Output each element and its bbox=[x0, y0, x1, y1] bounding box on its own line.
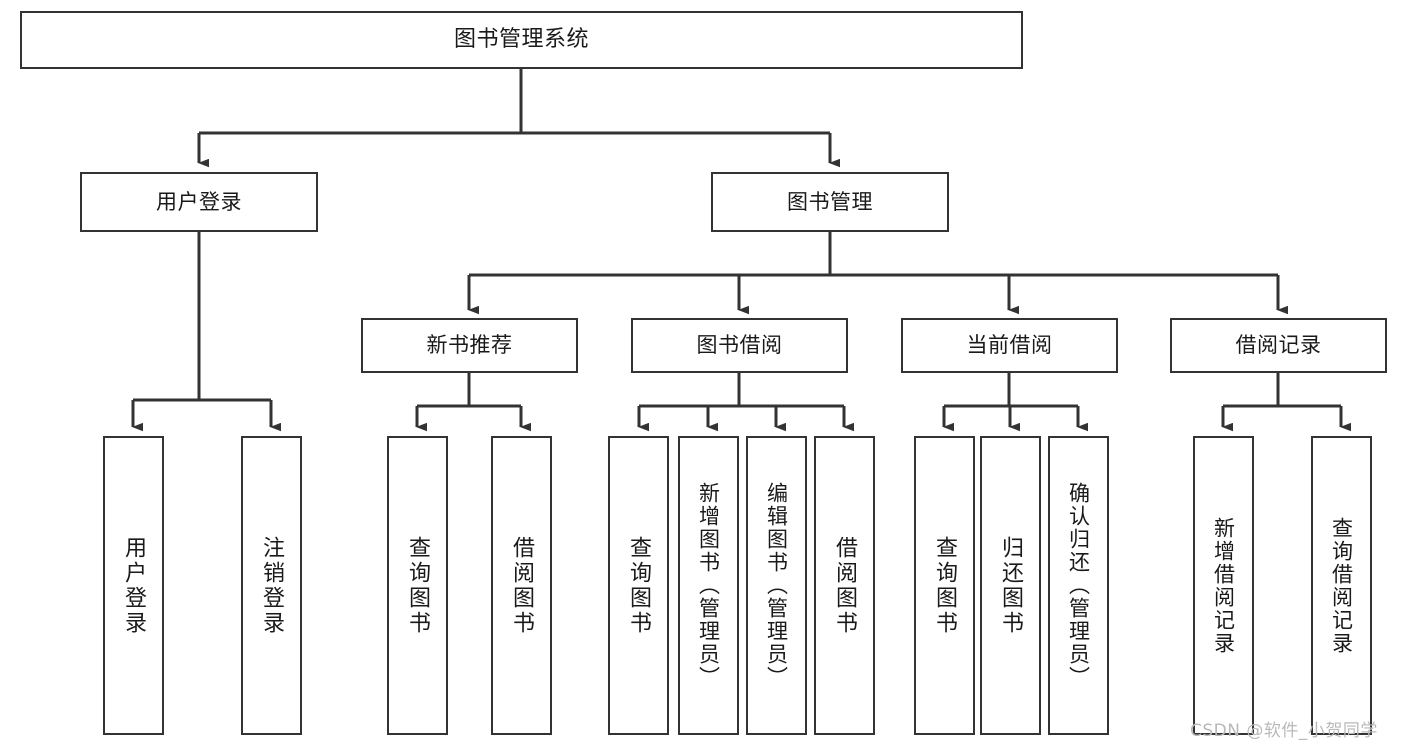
node-label: 当前借阅 bbox=[966, 333, 1053, 358]
node-label: 确认归还（管理员） bbox=[1066, 482, 1091, 689]
node-label: 新书推荐 bbox=[426, 333, 513, 358]
node-root-system[interactable]: 图书管理系统 bbox=[20, 11, 1023, 69]
node-label: 查询图书 bbox=[932, 535, 958, 636]
node-label: 用户登录 bbox=[121, 535, 147, 636]
leaf-query-book-1[interactable]: 查询图书 bbox=[387, 436, 448, 735]
node-label: 归还图书 bbox=[998, 535, 1024, 636]
leaf-query-borrow-record[interactable]: 查询借阅记录 bbox=[1311, 436, 1372, 735]
leaf-query-book-3[interactable]: 查询图书 bbox=[914, 436, 975, 735]
csdn-watermark: CSDN @软件_小贺同学 bbox=[1190, 721, 1378, 741]
node-label: 注销登录 bbox=[259, 535, 285, 636]
node-user-login[interactable]: 用户登录 bbox=[80, 172, 318, 232]
leaf-edit-book[interactable]: 编辑图书（管理员） bbox=[746, 436, 807, 735]
node-label: 新增借阅记录 bbox=[1211, 516, 1236, 655]
leaf-query-book-2[interactable]: 查询图书 bbox=[608, 436, 669, 735]
leaf-borrow-book-1[interactable]: 借阅图书 bbox=[491, 436, 552, 735]
node-label: 查询借阅记录 bbox=[1329, 516, 1354, 655]
leaf-logout[interactable]: 注销登录 bbox=[241, 436, 302, 735]
node-label: 图书管理系统 bbox=[453, 27, 589, 53]
node-new-book-recommend[interactable]: 新书推荐 bbox=[361, 318, 578, 373]
node-label: 新增图书（管理员） bbox=[696, 482, 721, 689]
leaf-borrow-book-2[interactable]: 借阅图书 bbox=[814, 436, 875, 735]
node-label: 查询图书 bbox=[405, 535, 431, 636]
leaf-user-login[interactable]: 用户登录 bbox=[103, 436, 164, 735]
node-label: 图书管理 bbox=[787, 189, 873, 214]
node-borrow-record[interactable]: 借阅记录 bbox=[1170, 318, 1387, 373]
node-label: 图书借阅 bbox=[696, 333, 783, 358]
node-book-management[interactable]: 图书管理 bbox=[711, 172, 949, 232]
leaf-add-book[interactable]: 新增图书（管理员） bbox=[678, 436, 739, 735]
node-label: 借阅图书 bbox=[509, 535, 535, 636]
leaf-confirm-return[interactable]: 确认归还（管理员） bbox=[1048, 436, 1109, 735]
leaf-return-book[interactable]: 归还图书 bbox=[980, 436, 1041, 735]
node-book-borrow[interactable]: 图书借阅 bbox=[631, 318, 848, 373]
node-label: 用户登录 bbox=[156, 189, 242, 214]
node-label: 借阅图书 bbox=[832, 535, 858, 636]
node-current-borrow[interactable]: 当前借阅 bbox=[901, 318, 1118, 373]
leaf-add-borrow-record[interactable]: 新增借阅记录 bbox=[1193, 436, 1254, 735]
node-label: 查询图书 bbox=[626, 535, 652, 636]
node-label: 编辑图书（管理员） bbox=[764, 482, 789, 689]
node-label: 借阅记录 bbox=[1235, 333, 1322, 358]
